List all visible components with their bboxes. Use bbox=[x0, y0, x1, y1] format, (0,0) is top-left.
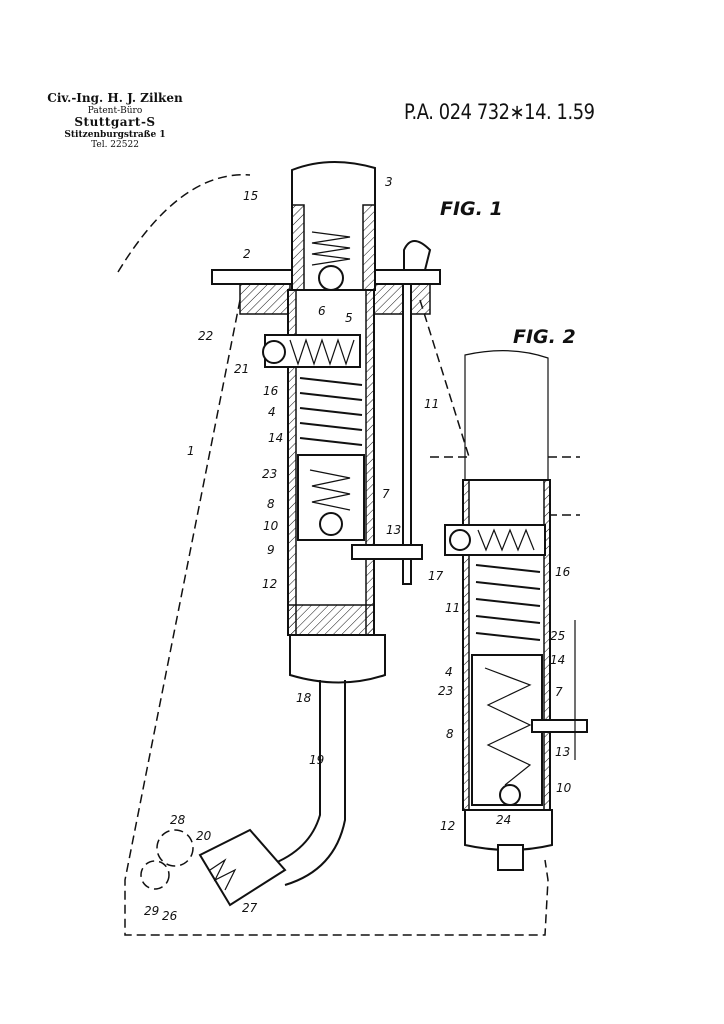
ref-numeral: 9 bbox=[267, 543, 275, 557]
ref-numeral: 19 bbox=[309, 753, 324, 767]
hose-dashed bbox=[117, 174, 251, 273]
ref-numeral: 23 bbox=[262, 467, 277, 481]
fig2-title: FIG. 2 bbox=[513, 326, 576, 348]
ref-numeral: 1 bbox=[187, 444, 195, 458]
fig2-coil-spring bbox=[475, 564, 541, 641]
attorney-letterhead: Civ.-Ing. H. J. Zilken Patent-Büro Stutt… bbox=[40, 91, 190, 151]
ref-numeral: 22 bbox=[198, 329, 213, 343]
suction-filter bbox=[198, 828, 287, 907]
ref-numeral: 24 bbox=[496, 813, 511, 827]
ref-numeral: 11 bbox=[445, 601, 460, 615]
ref-numeral: 8 bbox=[267, 497, 275, 511]
coil-spring bbox=[299, 377, 363, 446]
check-ball bbox=[319, 512, 343, 536]
latch-ball bbox=[262, 340, 286, 364]
city: Stuttgart-S bbox=[74, 115, 156, 130]
fig2-piston-spring bbox=[484, 667, 532, 786]
ref-numeral: 13 bbox=[555, 745, 570, 759]
fig2-nozzle bbox=[464, 350, 549, 481]
fig1-reference-numerals: 3 15 2 6 5 22 21 16 4 11 14 1 23 8 7 10 … bbox=[144, 175, 444, 923]
latch-spring bbox=[289, 338, 355, 366]
telephone: Tel. 22522 bbox=[91, 140, 139, 151]
ref-numeral: 17 bbox=[428, 569, 444, 583]
ref-numeral: 2 bbox=[243, 247, 251, 261]
office-name: Patent-Büro bbox=[87, 105, 143, 116]
ref-numeral: 10 bbox=[263, 519, 279, 533]
figure-1: FIG. 1 bbox=[117, 161, 549, 936]
figure-2: FIG. 2 16 11 25 14 4 23 7 8 bbox=[430, 326, 588, 871]
tube bbox=[269, 680, 346, 886]
nozzle-wall bbox=[291, 204, 305, 291]
fig2-latch-spring bbox=[477, 528, 535, 552]
valve-ball bbox=[318, 265, 344, 291]
bottle-shoulder bbox=[419, 299, 471, 461]
ref-numeral: 11 bbox=[424, 397, 439, 411]
ref-numeral: 7 bbox=[555, 685, 563, 699]
ref-numeral: 27 bbox=[242, 901, 258, 915]
foot bbox=[289, 634, 386, 684]
filter-spring bbox=[209, 858, 237, 891]
ref-numeral: 5 bbox=[345, 311, 353, 325]
ref-numeral: 10 bbox=[556, 781, 572, 795]
ref-numeral: 12 bbox=[262, 577, 277, 591]
nozzle-spring bbox=[311, 231, 351, 266]
ref-numeral: 4 bbox=[268, 405, 276, 419]
attorney-name: Civ.-Ing. H. J. Zilken bbox=[47, 91, 183, 105]
ref-numeral: 23 bbox=[438, 684, 453, 698]
ref-numeral: 18 bbox=[296, 691, 312, 705]
nozzle-wall-right bbox=[362, 204, 376, 291]
piston-spring bbox=[309, 469, 351, 511]
cylinder-wall-right bbox=[365, 289, 375, 636]
fig2-latch-ball bbox=[449, 529, 471, 551]
ref-numeral: 12 bbox=[440, 819, 455, 833]
ref-numeral: 16 bbox=[555, 565, 571, 579]
thread-right bbox=[371, 283, 431, 315]
dashed-weight-2 bbox=[140, 860, 170, 890]
dashed-weight bbox=[156, 829, 194, 867]
ref-numeral: 26 bbox=[162, 909, 178, 923]
thread-left bbox=[239, 283, 291, 315]
patent-number: P.A. 024 732∗14. 1.59 bbox=[404, 100, 595, 124]
rod bbox=[402, 283, 412, 585]
ref-numeral: 25 bbox=[550, 629, 565, 643]
dashed-reference-lines bbox=[430, 456, 580, 516]
street-address: Stitzenburgstraße 1 bbox=[64, 129, 166, 140]
ref-numeral: 3 bbox=[385, 175, 393, 189]
rod-pin bbox=[351, 544, 423, 560]
ref-numeral: 14 bbox=[268, 431, 283, 445]
ref-numeral: 20 bbox=[196, 829, 212, 843]
ref-numeral: 6 bbox=[318, 304, 326, 318]
bottle-outline bbox=[124, 299, 549, 936]
ref-numeral: 8 bbox=[446, 727, 454, 741]
ref-numeral: 13 bbox=[386, 523, 401, 537]
ref-numeral: 14 bbox=[550, 653, 565, 667]
ref-numeral: 29 bbox=[144, 904, 159, 918]
bottom-seal bbox=[287, 604, 375, 636]
ref-numeral: 28 bbox=[170, 813, 186, 827]
ref-numeral: 21 bbox=[234, 362, 249, 376]
ref-numeral: 4 bbox=[445, 665, 453, 679]
fig2-rod-pin bbox=[531, 719, 588, 733]
fig2-tube-stub bbox=[497, 844, 524, 871]
ref-numeral: 15 bbox=[243, 189, 258, 203]
ref-numeral: 7 bbox=[382, 487, 390, 501]
fig1-title: FIG. 1 bbox=[440, 198, 503, 220]
ref-numeral: 16 bbox=[263, 384, 279, 398]
fig2-check-ball bbox=[499, 784, 521, 806]
fig2-reference-numerals: 16 11 25 14 4 23 7 8 13 10 12 24 bbox=[438, 565, 572, 833]
rod-hook bbox=[403, 240, 432, 271]
